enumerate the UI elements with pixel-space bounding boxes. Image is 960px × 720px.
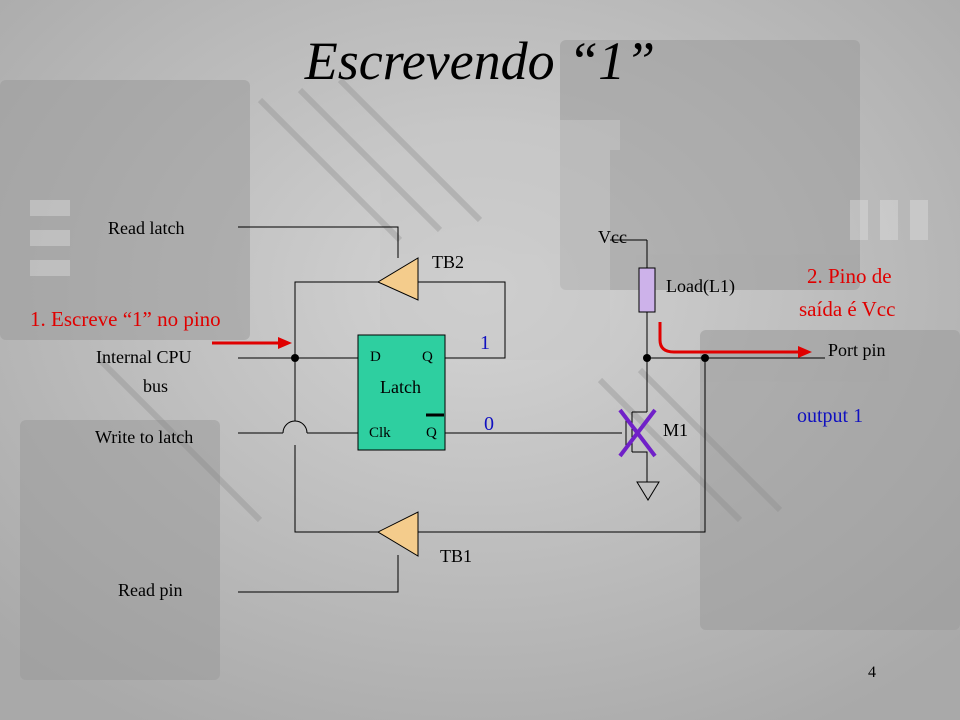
q-to-tb2-wire — [418, 281, 506, 359]
latch-block — [357, 334, 446, 451]
latch-label: Latch — [380, 377, 421, 397]
load-resistor — [638, 267, 656, 313]
wire-crossover — [282, 420, 308, 434]
slide-title: Escrevendo “1” — [304, 31, 656, 91]
label-port-pin: Port pin — [828, 340, 886, 360]
q-value: 1 — [480, 332, 490, 354]
label-read-pin: Read pin — [118, 580, 183, 600]
junction-dot — [701, 354, 709, 362]
output-arrow — [658, 322, 800, 354]
read-pin-wire — [238, 555, 399, 593]
tb1-buffer — [376, 511, 419, 557]
m1-source — [632, 451, 648, 482]
label-read-latch: Read latch — [108, 218, 184, 238]
tb2-buffer — [376, 257, 419, 301]
annotation-step2-line2: saída é Vcc — [799, 297, 895, 321]
annotation-step2-line1: 2. Pino de — [807, 264, 892, 288]
junction-dot — [291, 354, 299, 362]
latch-d-pin: D — [370, 349, 381, 365]
latch-q-pin: Q — [422, 349, 433, 365]
label-internal-cpu: Internal CPU — [96, 347, 191, 367]
write-arrow-head — [278, 337, 292, 349]
latch-qbar-pin: Q — [426, 425, 437, 441]
ground-symbol — [636, 481, 660, 501]
page-number: 4 — [868, 664, 876, 681]
label-tb1: TB1 — [440, 546, 472, 566]
junction-dot — [643, 354, 651, 362]
label-tb2: TB2 — [432, 252, 464, 272]
latch-clk-pin: Clk — [369, 425, 391, 441]
label-vcc: Vcc — [598, 227, 627, 247]
tb2-output-wire — [294, 281, 378, 358]
output-arrow-head — [798, 346, 812, 358]
annotation-output: output 1 — [797, 405, 863, 427]
port-to-tb1-wire — [418, 358, 706, 533]
qbar-value: 0 — [484, 413, 494, 435]
m1-off-cross — [618, 408, 657, 458]
label-m1: M1 — [663, 420, 688, 440]
label-bus: bus — [143, 376, 168, 396]
read-latch-wire — [238, 226, 399, 258]
label-load: Load(L1) — [666, 276, 735, 297]
label-write-to-latch: Write to latch — [95, 427, 193, 447]
tb1-output-wire — [294, 445, 378, 533]
annotation-step1: 1. Escreve “1” no pino — [30, 307, 221, 331]
